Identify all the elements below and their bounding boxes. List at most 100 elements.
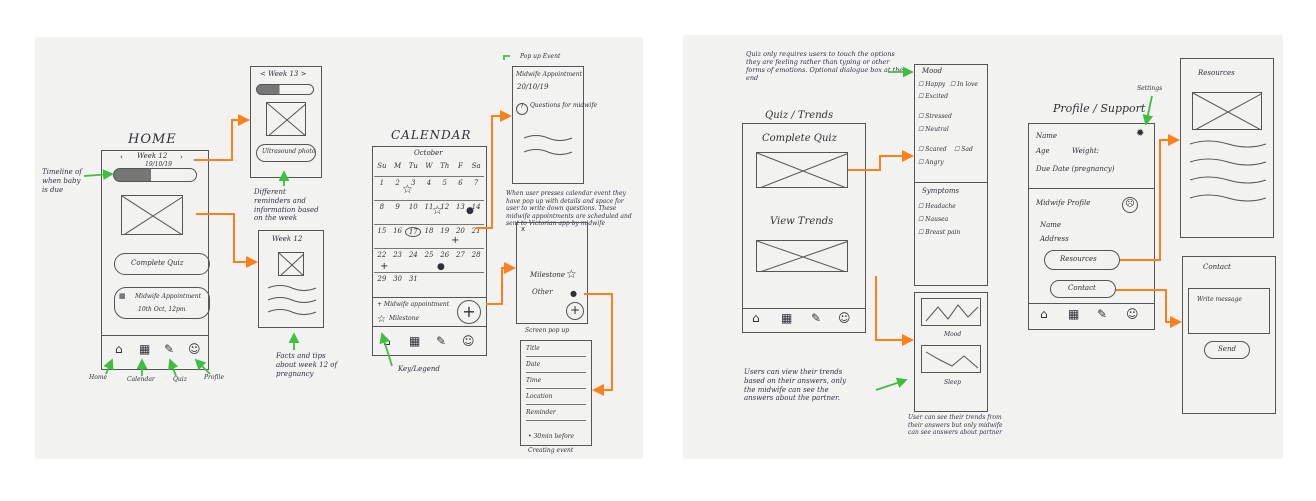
add-event-icon[interactable]: + xyxy=(457,300,481,324)
quiz-calendar-icon[interactable]: ▦ xyxy=(781,311,793,325)
calendar-day[interactable]: 27 xyxy=(455,251,465,259)
symptom-nausea[interactable]: ☐ Nausea xyxy=(918,216,949,223)
popup-dot-icon[interactable]: ● xyxy=(570,289,577,298)
popup-add-icon[interactable]: + xyxy=(566,302,584,320)
calendar-day[interactable]: 29 xyxy=(377,275,387,283)
milestone-star-icon[interactable]: ☆ xyxy=(402,182,413,196)
quiz-profile-icon[interactable]: ☺ xyxy=(838,311,851,325)
complete-quiz-title[interactable]: Complete Quiz xyxy=(762,133,837,144)
quiz-note: Quiz only requires users to touch the op… xyxy=(746,50,904,83)
mood-option-sad[interactable]: ☐ Sad xyxy=(954,146,973,153)
calendar-day[interactable]: 2 xyxy=(395,179,400,187)
contact-button[interactable] xyxy=(1050,280,1116,298)
ultrasound-button[interactable] xyxy=(256,144,316,162)
complete-quiz-button[interactable] xyxy=(114,253,210,275)
calendar-day[interactable]: 21 xyxy=(471,227,481,235)
milestone-star-icon[interactable]: ☆ xyxy=(432,203,443,217)
mood-option-excited[interactable]: ☐ Excited xyxy=(918,93,949,100)
calendar-icon[interactable]: ▦ xyxy=(139,342,151,356)
resources-text-squiggles xyxy=(1189,140,1267,202)
resources-button[interactable] xyxy=(1044,250,1120,270)
calendar-day[interactable]: 8 xyxy=(379,203,385,211)
settings-gear-icon[interactable]: ✹ xyxy=(1136,128,1145,139)
profile-home-icon[interactable]: ⌂ xyxy=(1040,307,1048,321)
calendar-day[interactable]: 18 xyxy=(424,227,434,235)
calendar-day[interactable]: 26 xyxy=(440,251,450,259)
calendar-day[interactable] xyxy=(453,275,469,283)
calendar-day[interactable]: 31 xyxy=(408,275,418,283)
calendar-day[interactable]: 9 xyxy=(395,203,400,211)
mood-option-angry[interactable]: ☐ Angry xyxy=(918,159,944,166)
event-field-reminder[interactable]: Reminder xyxy=(526,409,586,421)
mood-option-happy[interactable]: ☐ Happy xyxy=(918,81,946,88)
calendar-day[interactable]: 28 xyxy=(471,251,481,259)
calendar-day[interactable]: 11 xyxy=(424,203,434,211)
calendar-day[interactable]: 10 xyxy=(408,203,418,211)
profile-calendar-icon[interactable]: ▦ xyxy=(1068,307,1080,321)
chevron-left-icon[interactable]: ‹ xyxy=(120,153,123,161)
view-trends-title[interactable]: View Trends xyxy=(770,216,834,227)
pencil-icon[interactable]: ✎ xyxy=(164,342,175,356)
calendar-day[interactable]: 15 xyxy=(377,227,387,235)
event-field-time[interactable]: Time xyxy=(526,377,586,389)
event-field-date[interactable]: Date xyxy=(526,361,586,373)
calendar-day[interactable]: 17 xyxy=(405,227,422,237)
calendar-day[interactable]: 3 xyxy=(411,179,416,187)
appointment-dot-icon[interactable]: ● xyxy=(466,206,474,216)
close-icon[interactable]: x xyxy=(521,225,526,233)
calendar-day[interactable]: 20 xyxy=(455,227,465,235)
cal-profile-icon[interactable]: ☺ xyxy=(462,334,475,348)
symptom-breast-pain[interactable]: ☐ Breast pain xyxy=(918,229,961,236)
cal-home-icon[interactable]: ⌂ xyxy=(383,334,391,348)
profile-pencil-icon[interactable]: ✎ xyxy=(1097,307,1108,321)
cal-calendar-icon[interactable]: ▦ xyxy=(409,334,421,348)
mood-option-stressed[interactable]: ☐ Stressed xyxy=(918,113,952,120)
symptom-headache[interactable]: ☐ Headache xyxy=(918,203,956,210)
appointment-plus-icon[interactable]: + xyxy=(451,235,460,246)
midwife-appointment-card[interactable] xyxy=(114,287,210,319)
calendar-day[interactable] xyxy=(437,275,453,283)
popup-star-icon[interactable]: ☆ xyxy=(566,267,577,281)
write-message-label: Write message xyxy=(1197,296,1242,303)
calendar-day[interactable]: 30 xyxy=(393,275,403,283)
calendar-day[interactable]: 25 xyxy=(424,251,434,259)
event-field-title[interactable]: Title xyxy=(526,345,586,357)
calendar-day[interactable]: 7 xyxy=(473,179,479,187)
calendar-day[interactable]: 12 xyxy=(440,203,450,211)
appointment-dot-icon[interactable]: ● xyxy=(437,262,445,272)
calendar-day[interactable]: 5 xyxy=(442,179,447,187)
calendar-day[interactable]: 22 xyxy=(377,251,387,259)
home-icon[interactable]: ⌂ xyxy=(115,342,123,356)
appointment-plus-icon[interactable]: + xyxy=(380,261,389,272)
calendar-day[interactable]: 13 xyxy=(455,203,465,211)
mood-option-neutral[interactable]: ☐ Neutral xyxy=(918,126,949,133)
week12-note: Facts and tips about week 12 of pregnanc… xyxy=(276,352,338,378)
profile-profile-icon[interactable]: ☺ xyxy=(1126,307,1139,321)
calendar-day[interactable]: 6 xyxy=(458,179,463,187)
calendar-day[interactable]: 1 xyxy=(379,179,385,187)
chevron-right-icon[interactable]: › xyxy=(180,153,183,161)
event-field-location[interactable]: Location xyxy=(526,393,586,405)
profile-name: Name xyxy=(1036,132,1058,140)
quiz-pencil-icon[interactable]: ✎ xyxy=(811,311,822,325)
cal-pencil-icon[interactable]: ✎ xyxy=(436,334,447,348)
symptom-nausea-label: Nausea xyxy=(925,216,949,223)
weekday-tu: Tu xyxy=(408,162,418,170)
send-button[interactable] xyxy=(1204,341,1250,359)
mood-option-inlove[interactable]: ☐ In love xyxy=(950,81,978,88)
calendar-day[interactable] xyxy=(421,275,437,283)
week13-timeline-bar xyxy=(256,84,314,95)
calendar-day[interactable]: 19 xyxy=(440,227,450,235)
mood-option-scared[interactable]: ☐ Scared xyxy=(918,146,947,153)
profile-icon[interactable]: ☺ xyxy=(188,342,201,356)
calendar-day[interactable]: 24 xyxy=(408,251,418,259)
home-title: HOME xyxy=(128,132,177,147)
calendar-day[interactable]: 16 xyxy=(393,227,403,235)
calendar-day[interactable] xyxy=(468,275,484,283)
calendar-day[interactable]: 23 xyxy=(393,251,403,259)
write-message-box[interactable] xyxy=(1188,288,1270,334)
calendar-day[interactable]: 4 xyxy=(426,179,432,187)
quiz-home-icon[interactable]: ⌂ xyxy=(752,311,760,325)
nav-label-calendar: Calendar xyxy=(127,376,155,383)
home-week-label[interactable]: Week 12 xyxy=(137,152,168,160)
